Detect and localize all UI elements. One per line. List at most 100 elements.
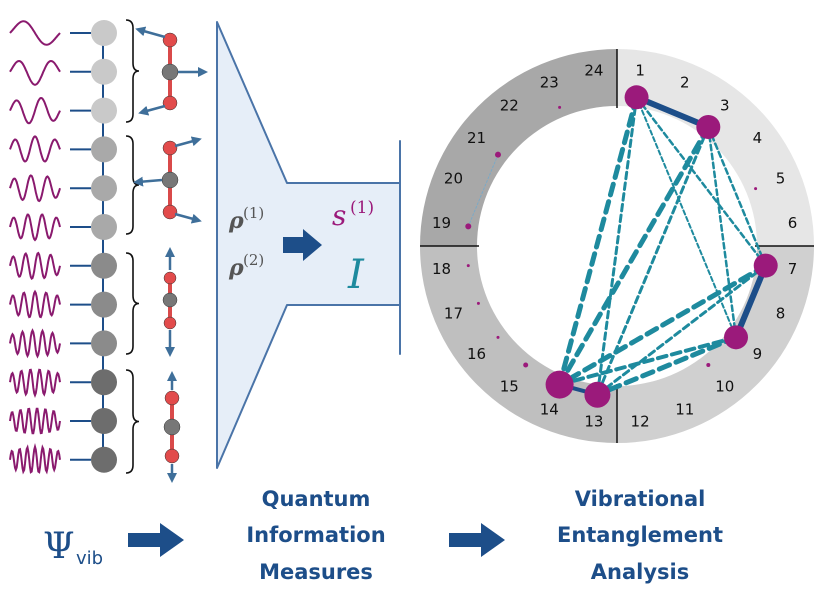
mode-label-16: 16 bbox=[467, 345, 486, 363]
group-brace bbox=[125, 369, 140, 474]
oxygen-atom bbox=[162, 204, 178, 220]
mode-node bbox=[91, 97, 117, 124]
carbon-atom bbox=[161, 63, 179, 81]
mode-entropy-node-18 bbox=[466, 264, 470, 268]
oxygen-atom bbox=[163, 271, 177, 285]
mode-node bbox=[91, 175, 117, 202]
oxygen-atom bbox=[164, 448, 180, 464]
mode-entropy-node-7 bbox=[753, 253, 778, 278]
mode-node bbox=[91, 58, 117, 85]
mode-label-19: 19 bbox=[432, 214, 451, 232]
displacement-arrow bbox=[138, 104, 166, 116]
entanglement-edge-strong bbox=[733, 262, 769, 341]
entanglement-edge bbox=[594, 334, 739, 398]
mode-entropy-node-10 bbox=[706, 363, 711, 368]
mode-label-20: 20 bbox=[444, 169, 463, 187]
mode-label-2: 2 bbox=[680, 73, 690, 91]
mode-label-11: 11 bbox=[675, 401, 694, 419]
wheel-quadrant-1 bbox=[617, 49, 814, 246]
svg-text:vib: vib bbox=[76, 548, 103, 569]
wheel-quadrant-4 bbox=[420, 49, 617, 246]
carbon-atom bbox=[161, 171, 179, 189]
mode-label-10: 10 bbox=[715, 377, 734, 395]
displacement-arrow bbox=[174, 212, 202, 224]
svg-text:ρ: ρ bbox=[228, 208, 244, 234]
mode-entropy-node-17 bbox=[476, 301, 480, 305]
wavefunction-trace bbox=[9, 20, 61, 46]
svg-text:Measures: Measures bbox=[259, 560, 373, 584]
oxygen-atom bbox=[164, 390, 180, 406]
svg-text:Entanglement: Entanglement bbox=[557, 523, 723, 547]
mode-label-3: 3 bbox=[720, 97, 730, 115]
mode-label-6: 6 bbox=[788, 214, 798, 232]
entanglement-edge bbox=[557, 263, 769, 388]
oxygen-atom bbox=[162, 32, 178, 48]
mode-node bbox=[91, 330, 117, 357]
mode-node bbox=[91, 291, 117, 318]
caption-quantum-information-measures: Quantum Information Measures bbox=[246, 487, 385, 584]
mode-chain bbox=[70, 20, 117, 473]
svg-text:Quantum: Quantum bbox=[262, 487, 371, 511]
mode-entropy-node-9 bbox=[724, 325, 749, 350]
wavefunction-trace bbox=[9, 289, 61, 319]
svg-text:Ψ: Ψ bbox=[43, 526, 75, 567]
mode-entropy-node-3 bbox=[696, 114, 721, 139]
svg-text:Vibrational: Vibrational bbox=[575, 487, 706, 511]
entanglement-edge-weak bbox=[467, 154, 499, 227]
mode-label-4: 4 bbox=[753, 129, 763, 147]
rho-one-label: ρ (1) bbox=[228, 204, 264, 234]
wheel-quadrant-2 bbox=[617, 246, 814, 443]
mode-entropy-node-16 bbox=[496, 335, 500, 339]
funnel-arrow bbox=[283, 229, 322, 261]
carbon-atom bbox=[162, 292, 178, 308]
vibrational-wavefunctions bbox=[9, 20, 61, 475]
mode-label-15: 15 bbox=[500, 377, 519, 395]
entanglement-edge bbox=[557, 124, 711, 388]
displacement-arrow bbox=[174, 136, 202, 148]
mode-node bbox=[91, 20, 117, 46]
wavefunction-trace bbox=[9, 213, 61, 242]
oxygen-atom bbox=[162, 95, 178, 111]
entanglement-edge bbox=[635, 96, 767, 267]
mode-label-17: 17 bbox=[444, 305, 463, 323]
entanglement-edge bbox=[707, 125, 738, 339]
mode-entropy-node-14 bbox=[545, 370, 574, 399]
mode-entropy-node-21 bbox=[494, 151, 501, 158]
psi-vib-label: Ψ vib bbox=[43, 526, 103, 569]
entanglement-edge bbox=[595, 264, 768, 397]
entanglement-edge bbox=[557, 94, 640, 388]
mode-entropy-node-23 bbox=[558, 105, 562, 109]
entanglement-edge bbox=[707, 125, 767, 267]
wavefunction-trace bbox=[9, 135, 61, 163]
mode-label-24: 24 bbox=[584, 62, 603, 80]
mode-label-8: 8 bbox=[776, 305, 786, 323]
mode-entropy-node-15 bbox=[523, 362, 529, 368]
svg-text:(1): (1) bbox=[243, 204, 264, 222]
displacement-arrow bbox=[133, 176, 163, 187]
mode-label-9: 9 bbox=[753, 345, 763, 363]
mode-entropy-node-13 bbox=[584, 381, 611, 408]
rho-two-label: ρ (2) bbox=[228, 251, 264, 281]
svg-text:Analysis: Analysis bbox=[591, 560, 689, 584]
svg-text:(2): (2) bbox=[243, 251, 264, 269]
mode-group-braces bbox=[125, 19, 140, 474]
svg-text:(1): (1) bbox=[350, 198, 374, 218]
entanglement-edge bbox=[595, 95, 639, 397]
displacement-arrow bbox=[135, 26, 166, 39]
group-brace bbox=[125, 252, 140, 355]
single-orbital-entropy-label: s (1) bbox=[332, 198, 374, 232]
group-brace bbox=[125, 135, 140, 235]
mode-entropy-node-1 bbox=[624, 85, 649, 110]
entanglement-edge bbox=[595, 125, 710, 397]
wavefunction-trace bbox=[9, 174, 61, 203]
svg-text:ρ: ρ bbox=[228, 255, 244, 281]
wavefunction-trace bbox=[9, 407, 61, 435]
oxygen-atom bbox=[162, 140, 178, 156]
mode-node bbox=[91, 214, 117, 240]
wavefunction-trace bbox=[9, 251, 61, 281]
arrow-right-icon-2 bbox=[449, 523, 505, 557]
mode-node bbox=[91, 446, 117, 473]
mode-label-21: 21 bbox=[467, 129, 486, 147]
mode-entropy-node-19 bbox=[465, 223, 472, 230]
